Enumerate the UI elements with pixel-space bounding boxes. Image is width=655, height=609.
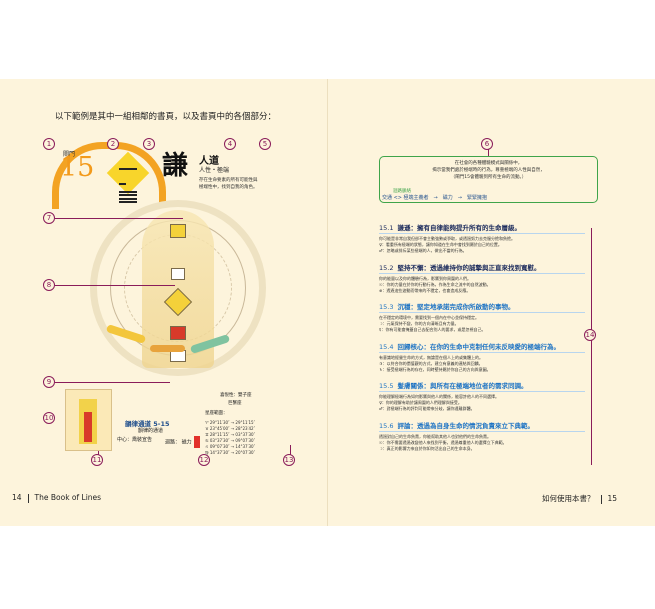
chapter-title: 如何使用本書？ — [542, 494, 595, 503]
planet-row: ♍ 14°37′30″ → 20°07′30″ — [205, 450, 256, 455]
callout-8-line — [55, 285, 175, 286]
channel-circuit: 迴路： 磁力 — [165, 436, 200, 448]
planet-row: ♌ 09°07′30″ → 14°37′30″ — [205, 444, 256, 449]
gate-description: 存在生命要素的所有可能性與極端性中，找到自我的角色。 — [199, 178, 258, 190]
channel-title: 韻律通道 5-15 — [125, 420, 170, 428]
sacral-center — [170, 326, 186, 340]
callout-13: 13 — [283, 454, 295, 466]
throat-center — [171, 268, 185, 280]
line-body: 你可能是非常自我但卻不會主動強勢或爭取，或透過努力去克服分擔和負擔。♀：看重所有… — [379, 236, 515, 253]
footer-separator — [27, 493, 29, 503]
left-page-number: 14 — [12, 493, 22, 502]
callout-14-line — [591, 228, 592, 465]
gate-label: 閘門 — [63, 151, 76, 158]
channel-color-swatch — [193, 436, 200, 448]
planet-head-2: 巨蟹座 — [228, 401, 242, 406]
callout-5: 5 — [259, 138, 271, 150]
line-body: 你的能量以及你的體驗行為，影響到你周圍的人們。☉：你的力量在於你的行動行為，作為… — [379, 275, 491, 293]
callout-4: 4 — [224, 138, 236, 150]
callout-3: 3 — [143, 138, 155, 150]
footer-right: 如何使用本書？ 15 — [542, 493, 617, 504]
callout-6: 6 — [481, 138, 493, 150]
gate-number: 15 — [60, 152, 95, 183]
callout-11: 11 — [91, 454, 103, 466]
callout-7-line — [55, 218, 183, 219]
callout-6-line — [488, 148, 489, 157]
book-title: The Book of Lines — [34, 493, 102, 502]
gate-title: 人道 — [199, 156, 219, 167]
callout-13-line — [290, 445, 291, 462]
line-body: 有意識地經營生命的方式，無論是在個人上的或集體上的。♃：以符合你的價值觀的方式，… — [379, 354, 491, 372]
thumbnail-channel-red — [84, 412, 92, 442]
gate-subtitle: 人性・極端 — [199, 167, 230, 174]
callout-14: 14 — [584, 329, 596, 341]
channel-subtitle: 韻律的通道 — [138, 428, 164, 434]
callout-8: 8 — [43, 279, 55, 291]
callout-9: 9 — [43, 376, 55, 388]
circuit-box-line1: 在社會的各種體驗模式與關係中， — [454, 161, 523, 166]
wheel-arc-orange — [150, 345, 185, 352]
gate-character: 謙 — [162, 151, 189, 181]
footer-left: 14 The Book of Lines — [12, 493, 101, 503]
circuit-path: 交通 <> 極端主義者 → 磁力 → 緊緊擁抱 — [382, 195, 487, 201]
line-body: 你能理解極端行為如何影響與他人的關係，能容許他人的不同選擇。♀：你的理解有助於讓… — [379, 394, 499, 411]
intro-text: 以下範例是其中一組相鄰的書頁，以及書頁中的各個部分： — [55, 112, 277, 122]
channel-center: 中心：喬裝宣告 — [117, 437, 153, 443]
callout-12: 12 — [198, 454, 210, 466]
circuit-box-line3: （閘門15會體驗到所有生命的流動。） — [450, 175, 527, 180]
planet-row: ♈ 29°11′30″ → 29°11′15″ — [205, 420, 256, 425]
callout-1: 1 — [43, 138, 55, 150]
callout-2: 2 — [107, 138, 119, 150]
callout-9-line — [55, 382, 170, 383]
circuit-context-label: 迴路脈絡 — [393, 189, 411, 194]
footer-separator — [600, 494, 602, 504]
planet-row: ♋ 03°37′30″ → 09°07′30″ — [205, 438, 256, 443]
planet-row: ♊ 28°11′15″ → 03°37′30″ — [205, 432, 256, 437]
circuit-box — [379, 156, 598, 203]
line-body: 透過對自己的生命負責，你能幫助其他人也對他們的生命負責。☉：你不需要透過改變他人… — [379, 433, 507, 451]
planet-head-1: 喜悅性：雙子座 — [220, 393, 252, 398]
right-page-number: 15 — [607, 494, 618, 503]
planet-table: ♈ 29°11′30″ → 29°11′15″ ♉ 23°45′00″ → 28… — [205, 420, 255, 456]
head-center — [170, 224, 186, 238]
callout-10: 10 — [43, 412, 55, 424]
callout-7: 7 — [43, 212, 55, 224]
hexagram-icon — [119, 168, 137, 205]
line-body: 在不穩定的環境中，需要找到一個內在中心並保持穩定。☽：元氣保持不變，你的方向清晰… — [379, 315, 486, 332]
planet-notes: 星座範圍： — [205, 411, 228, 416]
circuit-box-line2: 揭示當我們處於極端時的行為，尊重極端的人性與自然， — [432, 168, 545, 173]
page-gutter — [327, 79, 328, 526]
planet-row: ♉ 23°45′00″ → 28°23′42″ — [205, 426, 256, 431]
